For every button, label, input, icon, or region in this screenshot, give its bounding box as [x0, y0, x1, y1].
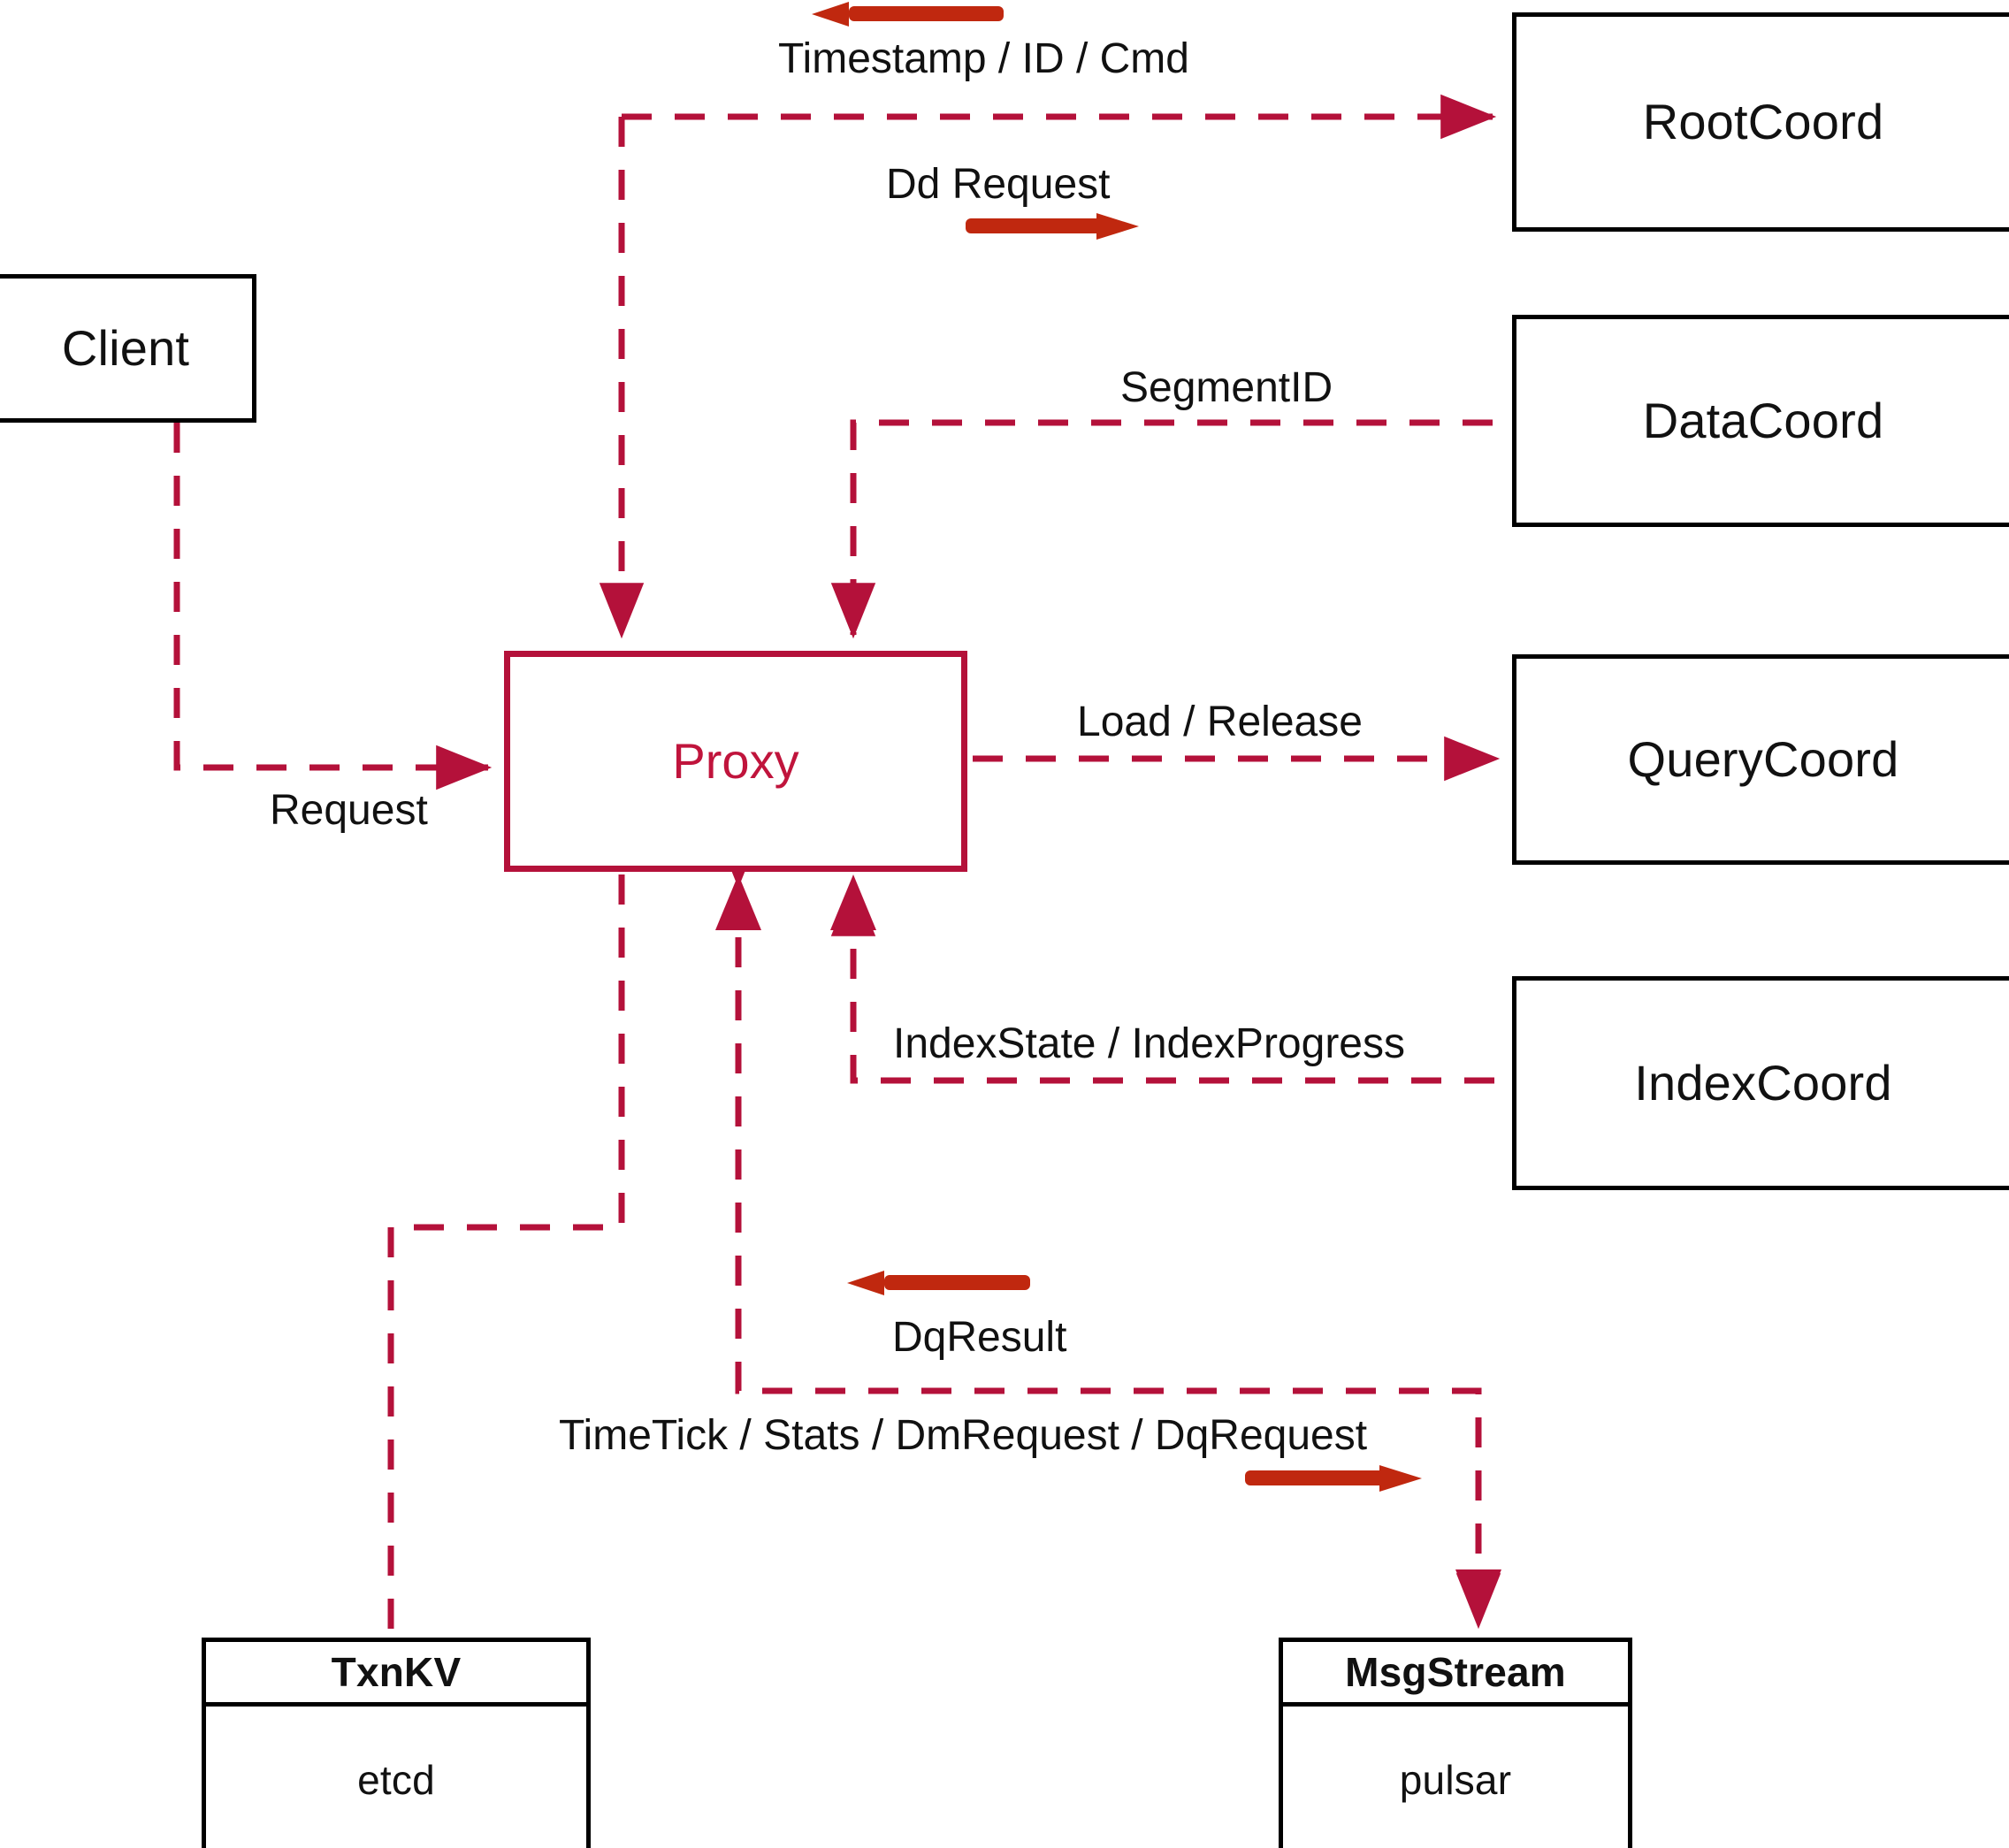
node-txnkv-body-label: etcd	[357, 1756, 435, 1803]
node-datacoord-label: DataCoord	[1642, 393, 1884, 448]
node-txnkv-header-label: TxnKV	[331, 1649, 462, 1695]
edge-label-load-release: Load / Release	[1077, 699, 1363, 745]
edge-client-to-proxy	[173, 423, 493, 790]
node-indexcoord[interactable]: IndexCoord	[1512, 976, 2009, 1190]
arrow-timestamp-left	[812, 2, 1004, 27]
node-rootcoord-label: RootCoord	[1642, 94, 1884, 149]
node-txnkv-body: etcd	[206, 1707, 586, 1848]
node-rootcoord[interactable]: RootCoord	[1512, 12, 2009, 232]
node-msgstream-body: pulsar	[1283, 1707, 1628, 1848]
edge-label-timetick-stats: TimeTick / Stats / DmRequest / DqRequest	[559, 1412, 1368, 1459]
edge-label-request: Request	[270, 787, 428, 834]
proxy-inbound-arrowheads	[715, 874, 1501, 1625]
node-msgstream-body-label: pulsar	[1399, 1756, 1512, 1803]
node-client[interactable]: Client	[0, 274, 256, 423]
node-msgstream-header-label: MsgStream	[1345, 1649, 1566, 1695]
edge-label-dq-result: DqResult	[892, 1314, 1067, 1361]
edge-label-dd-request: Dd Request	[886, 161, 1111, 208]
edge-label-timestamp-id-cmd: Timestamp / ID / Cmd	[778, 35, 1189, 82]
edge-label-index-state: IndexState / IndexProgress	[893, 1020, 1405, 1067]
edge-label-segmentid: SegmentID	[1120, 364, 1333, 411]
node-proxy[interactable]: Proxy	[504, 651, 967, 872]
node-client-label: Client	[61, 320, 190, 376]
node-querycoord-label: QueryCoord	[1627, 731, 1899, 787]
edge-datacoord-to-proxy	[830, 419, 1493, 639]
node-txnkv-header: TxnKV	[206, 1642, 586, 1707]
direction-arrows	[812, 2, 1422, 1492]
arrow-dd-request-right	[966, 213, 1139, 240]
node-querycoord[interactable]: QueryCoord	[1512, 654, 2009, 865]
arrow-timetick-right	[1245, 1465, 1422, 1492]
node-msgstream-header: MsgStream	[1283, 1642, 1628, 1707]
node-msgstream[interactable]: MsgStream pulsar	[1279, 1638, 1632, 1848]
edge-proxy-to-txnkv	[387, 874, 625, 1638]
node-indexcoord-label: IndexCoord	[1634, 1055, 1892, 1111]
arrow-dqresult-left	[847, 1271, 1030, 1295]
node-txnkv[interactable]: TxnKV etcd	[202, 1638, 591, 1848]
edge-proxy-msgstream	[715, 832, 1501, 1630]
node-proxy-label: Proxy	[672, 733, 799, 789]
node-datacoord[interactable]: DataCoord	[1512, 315, 2009, 527]
